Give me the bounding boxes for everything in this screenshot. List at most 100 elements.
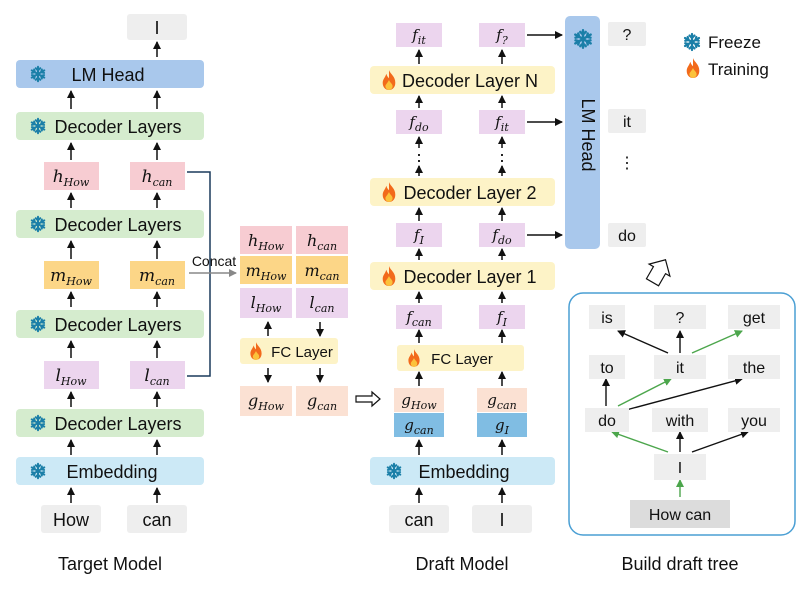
draft-decoder-layer-1-label: Decoder Layer 1	[403, 267, 536, 287]
draft-g-can-top-label: gcan	[487, 391, 516, 412]
draft-output-do	[608, 223, 646, 247]
fusion-g-how-label: gHow	[248, 391, 284, 413]
draft-input-i-label: I	[499, 510, 504, 530]
draft-embedding-label: Embedding	[418, 462, 509, 482]
target-h-how	[44, 162, 99, 190]
target-decoder-label-2: Decoder Layers	[54, 215, 181, 235]
target-input-how	[41, 505, 101, 533]
target-m-can	[130, 261, 185, 289]
target-m-how	[44, 261, 99, 289]
tree-root	[630, 500, 730, 528]
tree-node-with	[652, 408, 708, 432]
draft-output-q	[608, 22, 646, 46]
target-h-can-label: hcan	[142, 167, 173, 189]
tree-node-i-label: I	[678, 460, 682, 477]
draft-output-ellipsis: ⋮	[619, 155, 635, 172]
target-decoder-layers-3	[16, 112, 204, 140]
draft-decoder-layer-n-label: Decoder Layer N	[402, 71, 538, 91]
draft-f-do	[479, 223, 525, 247]
draft-ellipsis-left: ⋮	[410, 151, 428, 171]
tree-node-the-label: the	[743, 360, 765, 377]
target-h-how-label: hHow	[53, 167, 90, 189]
target-embedding	[16, 457, 204, 485]
fusion-m-can	[296, 256, 348, 284]
fusion-m-how-label: mHow	[246, 261, 287, 283]
fusion-l-how	[240, 288, 292, 318]
draft-f-q	[479, 23, 525, 47]
draft-decoder-layer-2	[370, 178, 555, 206]
tree-node-to	[589, 355, 625, 379]
target-input-how-label: How	[53, 510, 90, 530]
target-decoder-layers-2	[16, 210, 204, 238]
tree-node-the	[728, 355, 780, 379]
fire-icon	[686, 58, 700, 78]
draft-tree-frame	[568, 292, 796, 536]
target-l-can-label: lcan	[144, 366, 169, 388]
draft-input-can-label: can	[404, 510, 433, 530]
target-decoder-layers-1	[16, 310, 204, 338]
draft-g-i	[477, 413, 527, 437]
fusion-m-how	[240, 256, 292, 284]
draft-g-i-label: gI	[495, 416, 510, 437]
fusion-h-how	[240, 226, 292, 254]
fusion-m-can-label: mcan	[305, 261, 340, 283]
draft-lm-head	[565, 16, 600, 249]
tree-root-label: How can	[649, 507, 711, 524]
draft-f-do-2-label: fdo	[408, 113, 429, 134]
tree-node-you	[728, 408, 780, 432]
legend: Freeze Training	[683, 32, 769, 79]
draft-output-do-label: do	[618, 228, 636, 245]
fusion-block: Concat hHow hcan mHow mcan lHow lcan FC …	[189, 226, 381, 416]
draft-decoder-layer-2-label: Decoder Layer 2	[403, 183, 536, 203]
tree-node-is-label: is	[601, 310, 613, 327]
tree-node-with-label: with	[665, 413, 694, 430]
draft-f-it-2	[396, 23, 442, 47]
draft-g-can-label: gcan	[404, 416, 433, 437]
draft-embedding	[370, 457, 555, 485]
tree-node-it-label: it	[676, 360, 685, 377]
draft-output-it	[608, 109, 646, 133]
draft-f-i-2-label: fI	[413, 226, 425, 247]
draft-g-can-top	[477, 388, 527, 412]
target-output-token: I	[154, 18, 159, 38]
tree-node-get-label: get	[743, 310, 766, 327]
draft-tree: is ? get to it the do with you I How can…	[568, 292, 796, 574]
target-decoder-label-0: Decoder Layers	[54, 414, 181, 434]
draft-output-it-label: it	[623, 114, 632, 131]
tree-node-it	[654, 355, 706, 379]
fusion-l-how-label: lHow	[251, 293, 282, 315]
draft-f-q-label: f?	[495, 26, 508, 47]
draft-input-i	[472, 505, 532, 533]
draft-f-i	[479, 305, 525, 329]
tree-node-do	[585, 408, 629, 432]
draft-f-it	[479, 110, 525, 134]
target-output-box	[127, 14, 187, 40]
tree-node-q-label: ?	[676, 310, 685, 327]
target-decoder-label-3: Decoder Layers	[54, 117, 181, 137]
draft-model: can I Embedding gHow gcan gcan gI FC Lay…	[370, 16, 646, 574]
tree-node-you-label: you	[741, 413, 767, 430]
legend-freeze-label: Freeze	[708, 33, 761, 52]
draft-f-i-2	[396, 223, 442, 247]
tree-node-to-label: to	[600, 360, 613, 377]
draft-fc-label: FC Layer	[431, 351, 493, 368]
fusion-g-how	[240, 386, 292, 416]
target-l-can	[130, 361, 185, 389]
tree-node-i	[654, 454, 706, 480]
snowflake-icon	[683, 32, 701, 52]
draft-f-do-label: fdo	[491, 226, 512, 247]
concat-label: Concat	[192, 253, 236, 269]
target-model: I LM Head Decoder Layers hHow hcan Decod…	[16, 14, 211, 574]
fusion-fc-label: FC Layer	[271, 344, 333, 361]
fusion-g-can	[296, 386, 348, 416]
fusion-h-can	[296, 226, 348, 254]
draft-g-how	[394, 388, 444, 412]
target-lm-head-label: LM Head	[71, 65, 144, 85]
target-h-can	[130, 162, 185, 190]
draft-output-q-label: ?	[623, 27, 632, 44]
fusion-l-can-label: lcan	[310, 293, 335, 315]
fusion-fc-layer	[240, 338, 338, 364]
draft-lm-head-label: LM Head	[578, 98, 598, 171]
draft-decoder-layer-1	[370, 262, 555, 290]
